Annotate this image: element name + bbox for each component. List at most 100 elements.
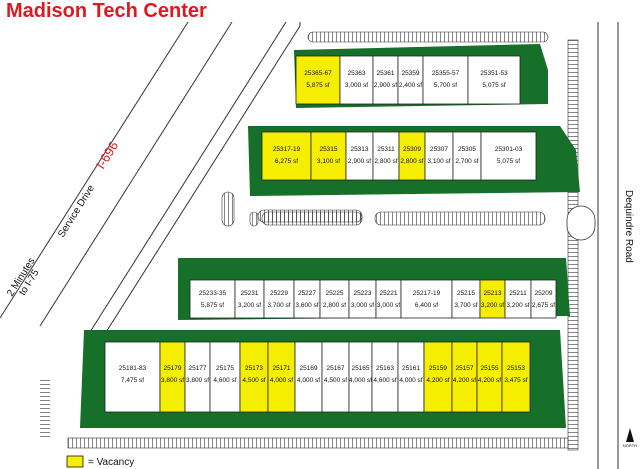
unit-25229[interactable]: 25229 3,700 sf <box>263 279 295 319</box>
unit-square-feet: 3,200 sf <box>481 302 504 309</box>
unit-cell <box>451 279 481 319</box>
unit-square-feet: 6,275 sf <box>275 158 298 165</box>
unit-25217-19[interactable]: 25217-196,400 sf <box>400 279 453 319</box>
unit-25169[interactable]: 25169 4,000 sf <box>294 341 323 413</box>
unit-square-feet: 2,700 sf <box>455 158 478 165</box>
unit-25213[interactable]: 25213 3,200 sf <box>479 279 506 319</box>
parking-right <box>567 39 579 451</box>
unit-number: 25351-53 <box>480 70 508 77</box>
unit-25305[interactable]: 25305 2,700 sf <box>452 131 482 181</box>
parking-island-2 <box>257 209 363 223</box>
unit-cell <box>424 131 454 181</box>
unit-25209[interactable]: 25209 2,675 sf <box>530 279 557 319</box>
unit-number: 25317-19 <box>273 146 301 153</box>
unit-cell <box>348 279 377 319</box>
unit-25227[interactable]: 25227 3,600 sf <box>293 279 321 319</box>
unit-cell-vacant <box>501 341 531 413</box>
unit-cell-vacant <box>261 131 312 181</box>
unit-number: 25301-03 <box>495 146 523 153</box>
unit-25233-35[interactable]: 25233-355,875 sf <box>189 279 236 319</box>
unit-cell <box>530 279 557 319</box>
unit-number: 25307 <box>430 146 448 153</box>
unit-number: 25163 <box>376 365 394 372</box>
unit-number: 25229 <box>270 290 288 297</box>
unit-number: 25305 <box>458 146 476 153</box>
unit-number: 25155 <box>480 365 498 372</box>
legend-swatch <box>66 455 84 468</box>
unit-number: 25233-35 <box>199 290 227 297</box>
unit-25355-57[interactable]: 25355-57 5,700 sf <box>422 55 469 105</box>
unit-cell <box>504 279 532 319</box>
unit-number: 25209 <box>534 290 552 297</box>
unit-square-feet: 3,800 sf <box>161 377 184 384</box>
unit-cell <box>321 341 350 413</box>
unit-square-feet: 5,700 sf <box>434 82 457 89</box>
unit-number: 25171 <box>272 365 290 372</box>
unit-25181-83[interactable]: 25181-837,475 sf <box>104 341 161 413</box>
entrance-median <box>566 205 596 241</box>
unit-number: 25227 <box>298 290 316 297</box>
unit-square-feet: 2,400 sf <box>399 82 422 89</box>
north-label: NORTH <box>623 443 637 448</box>
unit-number: 25355-57 <box>432 70 460 77</box>
unit-square-feet: 2,900 sf <box>374 82 397 89</box>
unit-square-feet: 3,600 sf <box>295 302 318 309</box>
unit-cell <box>234 279 265 319</box>
unit-square-feet: 4,200 sf <box>426 377 449 384</box>
unit-cell-vacant <box>476 341 503 413</box>
unit-square-feet: 4,000 sf <box>297 377 320 384</box>
unit-number: 25223 <box>353 290 371 297</box>
unit-square-feet: 3,700 sf <box>454 302 477 309</box>
unit-cell <box>422 55 469 105</box>
unit-number: 25169 <box>299 365 317 372</box>
unit-cell <box>209 341 241 413</box>
unit-number: 25213 <box>483 290 501 297</box>
unit-square-feet: 2,675 sf <box>532 302 555 309</box>
unit-25365-67[interactable]: 25365-675,875 sf <box>295 55 341 105</box>
unit-25301-03[interactable]: 25301-035,075 sf <box>480 131 537 181</box>
unit-cell <box>319 279 350 319</box>
unit-cell-vacant <box>398 131 426 181</box>
unit-25317-19[interactable]: 25317-19 6,275 sf <box>261 131 312 181</box>
unit-square-feet: 3,700 sf <box>267 302 290 309</box>
unit-number: 25153 <box>507 365 525 372</box>
unit-square-feet: 3,000 sf <box>377 302 400 309</box>
unit-cell-vacant <box>423 341 453 413</box>
unit-square-feet: 2,900 sf <box>348 158 371 165</box>
unit-number: 25315 <box>319 146 337 153</box>
unit-25351-53[interactable]: 25351-535,075 sf <box>467 55 521 105</box>
unit-number: 25161 <box>402 365 420 372</box>
unit-number: 25231 <box>240 290 258 297</box>
unit-cell <box>397 341 425 413</box>
